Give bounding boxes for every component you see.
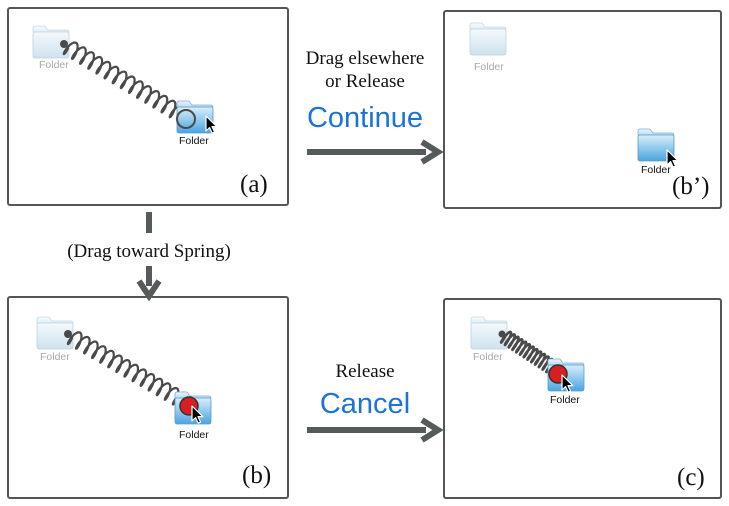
- spring-anchor-icon: [60, 40, 68, 48]
- drag-toward-label: (Drag toward Spring): [67, 241, 231, 262]
- spring-icon: [66, 331, 188, 406]
- folder-label: Folder: [474, 61, 504, 73]
- panel-b-prime-graphics: [469, 22, 679, 168]
- spring-anchor-icon: [64, 330, 72, 338]
- folder-label: Folder: [179, 429, 209, 441]
- panel-tag: (b): [242, 462, 272, 489]
- panel-a-graphics: [32, 25, 218, 134]
- continue-action-label: Continue: [306, 102, 424, 134]
- panel-tag: (a): [240, 171, 268, 198]
- spring-coil: [62, 41, 185, 119]
- arrow-drag-toward: [136, 212, 162, 302]
- panel-c-graphics: [470, 316, 585, 393]
- panel-tag: (b’): [672, 173, 710, 200]
- continue-line-2: or Release: [325, 71, 405, 92]
- folder-label: Folder: [550, 394, 580, 406]
- folder-label: Folder: [473, 351, 503, 363]
- spring-coil: [66, 331, 188, 406]
- folder-label: Folder: [179, 135, 209, 147]
- spring-icon: [62, 41, 185, 119]
- folder-label: Folder: [40, 351, 70, 363]
- spring-coil: [499, 330, 558, 374]
- continue-caption: Drag elsewhere or Release: [290, 47, 440, 93]
- source-folder-icon: [469, 22, 507, 56]
- continue-line-1: Drag elsewhere: [305, 48, 425, 69]
- arrow-continue: [307, 139, 444, 165]
- arrow-cancel: [307, 417, 444, 443]
- folder-label: Folder: [39, 59, 69, 71]
- spring-handle-icon: [176, 109, 196, 129]
- panel-tag: (c): [677, 464, 705, 491]
- cancel-line-1: Release: [335, 361, 395, 382]
- cancel-action-label: Cancel: [319, 388, 411, 420]
- folder-label: Folder: [641, 164, 671, 176]
- panel-b-graphics: [36, 316, 212, 425]
- spring-anchor-icon: [498, 330, 506, 338]
- spring-icon: [499, 330, 558, 374]
